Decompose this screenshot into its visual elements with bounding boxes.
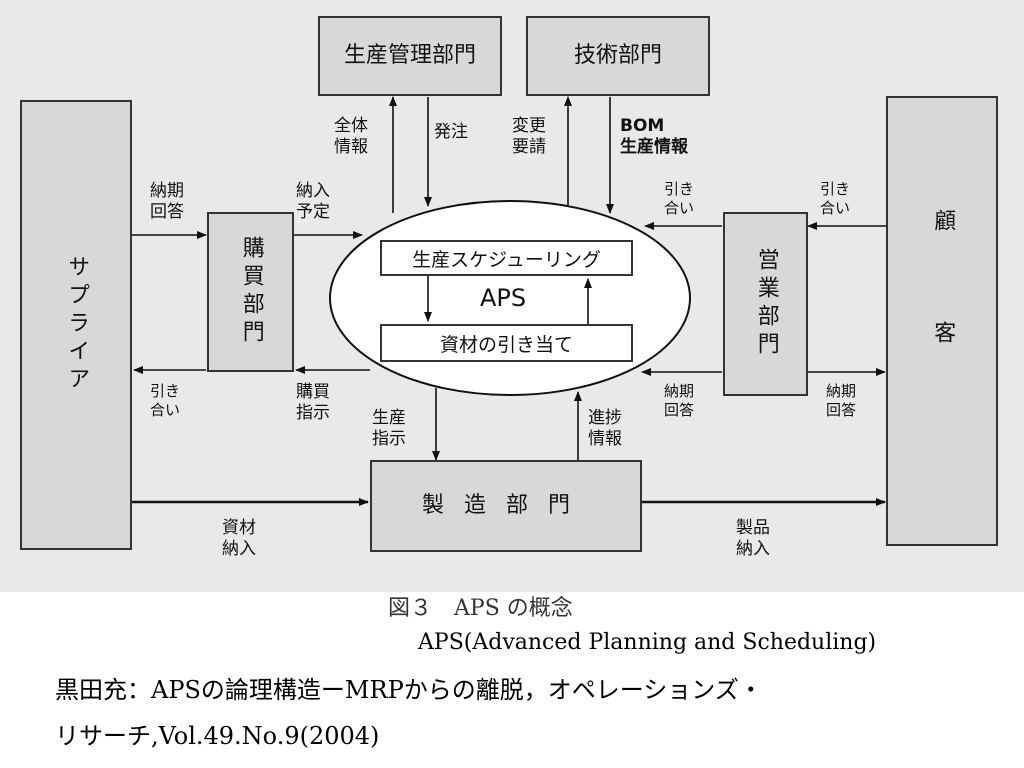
flow-label-order: 発注 — [434, 122, 468, 142]
flow-label-purchase-instruction: 購買 指示 — [296, 382, 330, 424]
production-scheduling-label: 生産スケジューリング — [412, 248, 601, 271]
engineering-label: 技術部門 — [573, 42, 662, 68]
supplier-box: サプライア — [20, 100, 132, 550]
supplier-label: サプライア — [64, 255, 90, 395]
manufacturing-box: 製造部門 — [370, 460, 642, 552]
flow-label-product-delivery: 製品 納入 — [736, 518, 770, 560]
engineering-box: 技術部門 — [526, 16, 710, 96]
flow-label-inquiry-customer: 引き 合い — [820, 180, 851, 217]
customer-label: 顧客 — [930, 209, 956, 433]
flow-label-overall-info: 全体 情報 — [334, 116, 368, 158]
material-allocation-box: 資材の引き当て — [380, 324, 633, 362]
flow-label-delivery-reply-customer: 納期 回答 — [826, 382, 857, 419]
figure-subtitle: APS(Advanced Planning and Scheduling) — [418, 630, 877, 655]
production-scheduling-box: 生産スケジューリング — [380, 240, 633, 276]
flow-label-delivery-reply-supplier: 納期 回答 — [150, 181, 184, 223]
citation-line-2: リサーチ,Vol.49.No.9(2004) — [55, 722, 380, 750]
flow-label-delivery-reply-aps: 納期 回答 — [664, 382, 695, 419]
manufacturing-label: 製造部門 — [421, 492, 590, 518]
customer-box: 顧客 — [886, 96, 998, 546]
production-management-box: 生産管理部門 — [318, 16, 502, 96]
production-management-label: 生産管理部門 — [343, 42, 476, 68]
flow-label-material-delivery: 資材 納入 — [222, 518, 256, 560]
purchasing-box: 購買部門 — [207, 212, 294, 372]
flow-label-delivery-schedule: 納入 予定 — [296, 181, 330, 223]
flow-label-bom: BOM 生産情報 — [620, 116, 688, 158]
purchasing-label: 購買部門 — [238, 236, 264, 348]
flow-label-inquiry-supplier: 引き 合い — [150, 382, 181, 419]
flow-label-change-request: 変更 要請 — [512, 116, 546, 158]
sales-label: 営業部門 — [753, 248, 779, 360]
flow-label-progress-info: 進捗 情報 — [588, 408, 622, 450]
citation-line-1: 黒田充：APSの論理構造ーMRPからの離脱，オペレーションズ・ — [55, 676, 763, 704]
flow-label-inquiry-sales: 引き 合い — [664, 180, 695, 217]
flow-label-production-instruction: 生産 指示 — [372, 408, 406, 450]
material-allocation-label: 資材の引き当て — [439, 333, 573, 356]
sales-box: 営業部門 — [723, 212, 808, 396]
aps-label: APS — [480, 284, 527, 312]
figure-caption: 図３ APS の概念 — [388, 596, 573, 621]
